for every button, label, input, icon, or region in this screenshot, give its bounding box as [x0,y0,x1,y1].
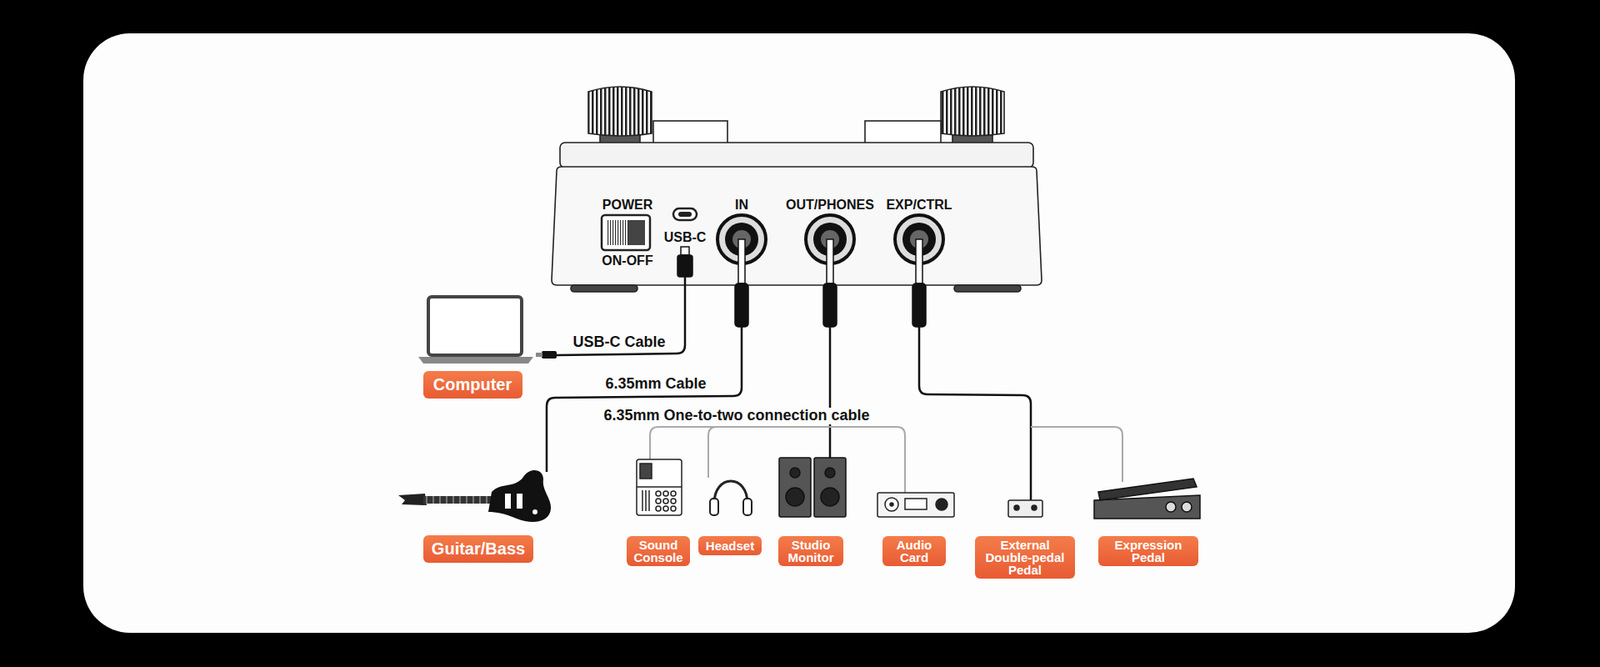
port-label: IN [732,197,751,213]
fret [466,495,468,504]
port-label: ON-OFF [599,253,655,269]
device-name: Computer [428,373,518,396]
double-footswitch-icon [1008,500,1043,517]
device-name: Expression Pedal [1103,538,1194,564]
console-knob [670,498,676,504]
console-knob [663,490,669,496]
device-label-pill: Audio Card [882,535,946,566]
console-knob [655,498,661,504]
pedal-unit [551,86,1042,292]
fret [446,495,448,504]
device-label-pill: Sound Console [626,535,690,566]
device-name: Audio Card [887,538,941,564]
cable-label: 6.35mm One-to-two connection cable [600,407,872,425]
console-knob [670,490,676,496]
port-label: POWER [600,197,655,213]
device-name: External Double-pedal Pedal [980,538,1070,576]
device-name: Headset [703,539,757,552]
device-label-pill: Headset [698,535,762,555]
audio-card-icon [877,492,955,517]
fret [453,495,455,504]
cable-label: USB-C Cable [570,334,668,351]
plugs [677,239,926,327]
expression-pedal-icon [1094,478,1200,519]
guitar-icon [398,470,551,522]
fret [480,495,481,504]
console-fader [645,490,647,511]
fret [473,495,475,504]
monitor-icon [779,457,846,517]
cable-label: 6.35mm Cable [602,375,709,393]
port-label: EXP/CTRL [883,197,955,213]
device-label-pill: Studio Monitor [778,535,844,566]
device-name: Sound Console [631,538,685,564]
device-label-pill: Expression Pedal [1098,535,1199,566]
port-label: USB-C [661,230,710,245]
console-knob [663,498,669,504]
laptop-icon [418,296,557,364]
console-knob [655,490,661,496]
fret [433,495,435,504]
console-knob [655,505,661,511]
console-knob [670,505,676,511]
device-label-pill: External Double-pedal Pedal [975,535,1075,579]
console-fader [648,490,650,511]
device-label-pill: Guitar/Bass [423,535,534,563]
console-fader [641,490,644,511]
device-name: Studio Monitor [783,538,839,564]
fret [440,495,441,504]
fret [460,495,461,504]
console-knob [663,505,669,511]
port-label: OUT/PHONES [783,197,877,213]
device-label-pill: Computer [423,370,523,399]
device-name: Guitar/Bass [428,537,529,560]
fret [486,495,488,504]
console-icon [636,459,682,515]
fret [426,495,428,504]
headset-icon [710,480,752,515]
